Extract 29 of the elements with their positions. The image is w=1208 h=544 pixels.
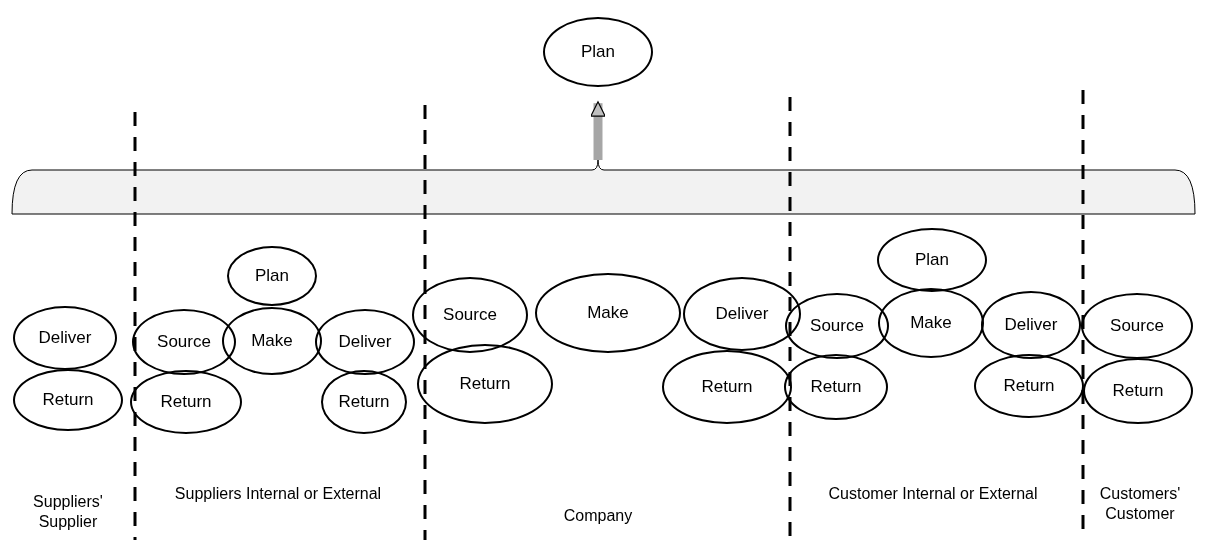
process-ellipse: Make (222, 307, 322, 375)
process-ellipse: Source (785, 293, 889, 359)
process-ellipse: Return (974, 354, 1084, 418)
process-ellipse: Plan (877, 228, 987, 292)
process-ellipse: Return (662, 350, 792, 424)
process-ellipse: Return (1083, 358, 1193, 424)
process-ellipse: Source (132, 309, 236, 375)
process-ellipse: Return (784, 354, 888, 420)
process-ellipse: Return (13, 369, 123, 431)
process-ellipse: Make (878, 288, 984, 358)
column-label: Suppliers' Supplier (32, 492, 104, 532)
process-ellipse: Make (535, 273, 681, 353)
process-ellipse: Source (1081, 293, 1193, 359)
process-ellipse: Return (130, 370, 242, 434)
column-label: Customer Internal or External (827, 484, 1039, 504)
column-label: Company (562, 506, 634, 526)
process-ellipse: Plan (543, 17, 653, 87)
column-label: Suppliers Internal or External (173, 484, 383, 504)
arrow (590, 101, 606, 160)
process-ellipse: Deliver (683, 277, 801, 351)
bracket-band (11, 159, 1196, 215)
process-ellipse: Deliver (981, 291, 1081, 359)
process-ellipse: Plan (227, 246, 317, 306)
column-label: Customers' Customer (1098, 484, 1182, 524)
process-ellipse: Deliver (13, 306, 117, 370)
process-ellipse: Source (412, 277, 528, 353)
process-ellipse: Deliver (315, 309, 415, 375)
process-ellipse: Return (321, 370, 407, 434)
process-ellipse: Return (417, 344, 553, 424)
